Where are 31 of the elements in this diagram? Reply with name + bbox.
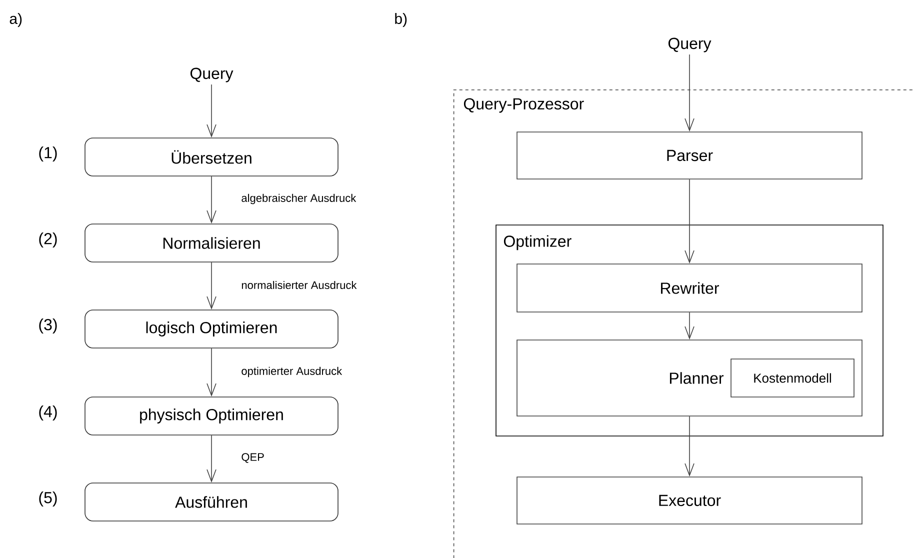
step-number: (3): [39, 318, 57, 334]
step-number: (5): [39, 492, 57, 506]
edge-label: algebraischer Ausdruck: [242, 194, 356, 204]
component-box: Executor: [516, 476, 862, 524]
panel-label: b): [395, 13, 407, 27]
arrow: [206, 435, 216, 483]
edge-label: QEP: [242, 453, 264, 463]
arrow: [206, 348, 216, 397]
step-number: (4): [39, 406, 57, 420]
process-box: logisch Optimieren: [84, 310, 338, 348]
arrow: [206, 262, 216, 310]
submodule-box: Kostenmodell: [730, 358, 854, 398]
process-box: Normalisieren: [84, 224, 338, 262]
component-box: Parser: [516, 132, 862, 180]
input-label: Query: [668, 38, 712, 52]
arrow: [684, 312, 694, 340]
edge-label: normalisierter Ausdruck: [242, 280, 357, 290]
process-box: Übersetzen: [84, 138, 338, 176]
process-box: physisch Optimieren: [84, 396, 338, 436]
arrow: [206, 176, 216, 224]
arrow: [684, 54, 694, 132]
input-label: Query: [190, 68, 234, 82]
step-number: (2): [39, 232, 57, 248]
panel-label: a): [10, 13, 22, 27]
edge-label: optimierter Ausdruck: [242, 366, 342, 378]
component-box: Rewriter: [516, 264, 862, 312]
step-number: (1): [39, 146, 57, 162]
process-box: Ausführen: [84, 482, 338, 522]
arrow: [206, 84, 216, 138]
arrow: [684, 179, 694, 264]
arrow: [684, 416, 694, 477]
